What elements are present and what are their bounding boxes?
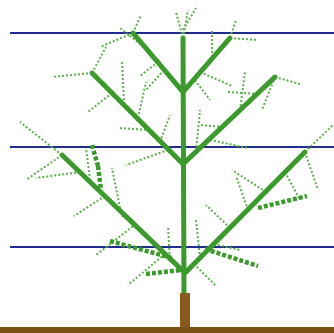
lateral-shoot: [200, 72, 232, 86]
spur: [92, 145, 98, 166]
lateral-shoot: [146, 70, 164, 90]
lateral-shoot: [96, 224, 136, 255]
branch-top-right: [183, 38, 230, 92]
ground-line: [0, 327, 334, 333]
lateral-shoot: [195, 80, 210, 100]
lateral-shoot: [230, 20, 236, 38]
lateral-shoot: [236, 176, 248, 210]
lateral-shoot: [206, 205, 230, 228]
lateral-shoot: [183, 8, 196, 30]
spur: [146, 270, 181, 274]
branch-low-right: [185, 152, 305, 273]
lateral-shoot: [100, 33, 133, 47]
lateral-shoot: [196, 220, 200, 258]
central-leader: [183, 38, 184, 295]
lateral-shoot: [20, 122, 62, 155]
lateral-shoot: [128, 254, 165, 285]
trellis-wires: [10, 33, 334, 247]
lateral-shoot: [232, 170, 266, 192]
lateral-shoot: [275, 77, 300, 84]
lateral-shoot: [305, 152, 318, 190]
branch-low-left: [62, 155, 185, 273]
lateral-shoot: [92, 47, 106, 73]
spur: [258, 196, 307, 208]
fruiting-spurs: [92, 145, 307, 274]
lateral-shoot: [133, 15, 141, 33]
spur: [205, 249, 258, 266]
spur: [98, 166, 101, 190]
lateral-shoot: [230, 38, 258, 40]
lateral-shoot: [126, 150, 168, 165]
lateral-shoot: [74, 196, 105, 216]
lateral-shoot: [285, 172, 300, 200]
lateral-shoot: [122, 60, 124, 104]
branch-mid-right: [183, 77, 275, 164]
branch-top-left: [133, 33, 183, 92]
lateral-shoot: [160, 115, 170, 142]
lateral-shoot: [52, 73, 92, 77]
lateral-shoot: [36, 172, 80, 178]
lateral-shoot: [176, 12, 183, 38]
lateral-shoot: [88, 93, 112, 112]
trunk: [180, 293, 190, 331]
lateral-shoot: [196, 110, 200, 151]
lateral-shoot: [194, 264, 216, 286]
lateral-shoot: [140, 62, 158, 76]
lateral-shoot: [138, 82, 146, 118]
